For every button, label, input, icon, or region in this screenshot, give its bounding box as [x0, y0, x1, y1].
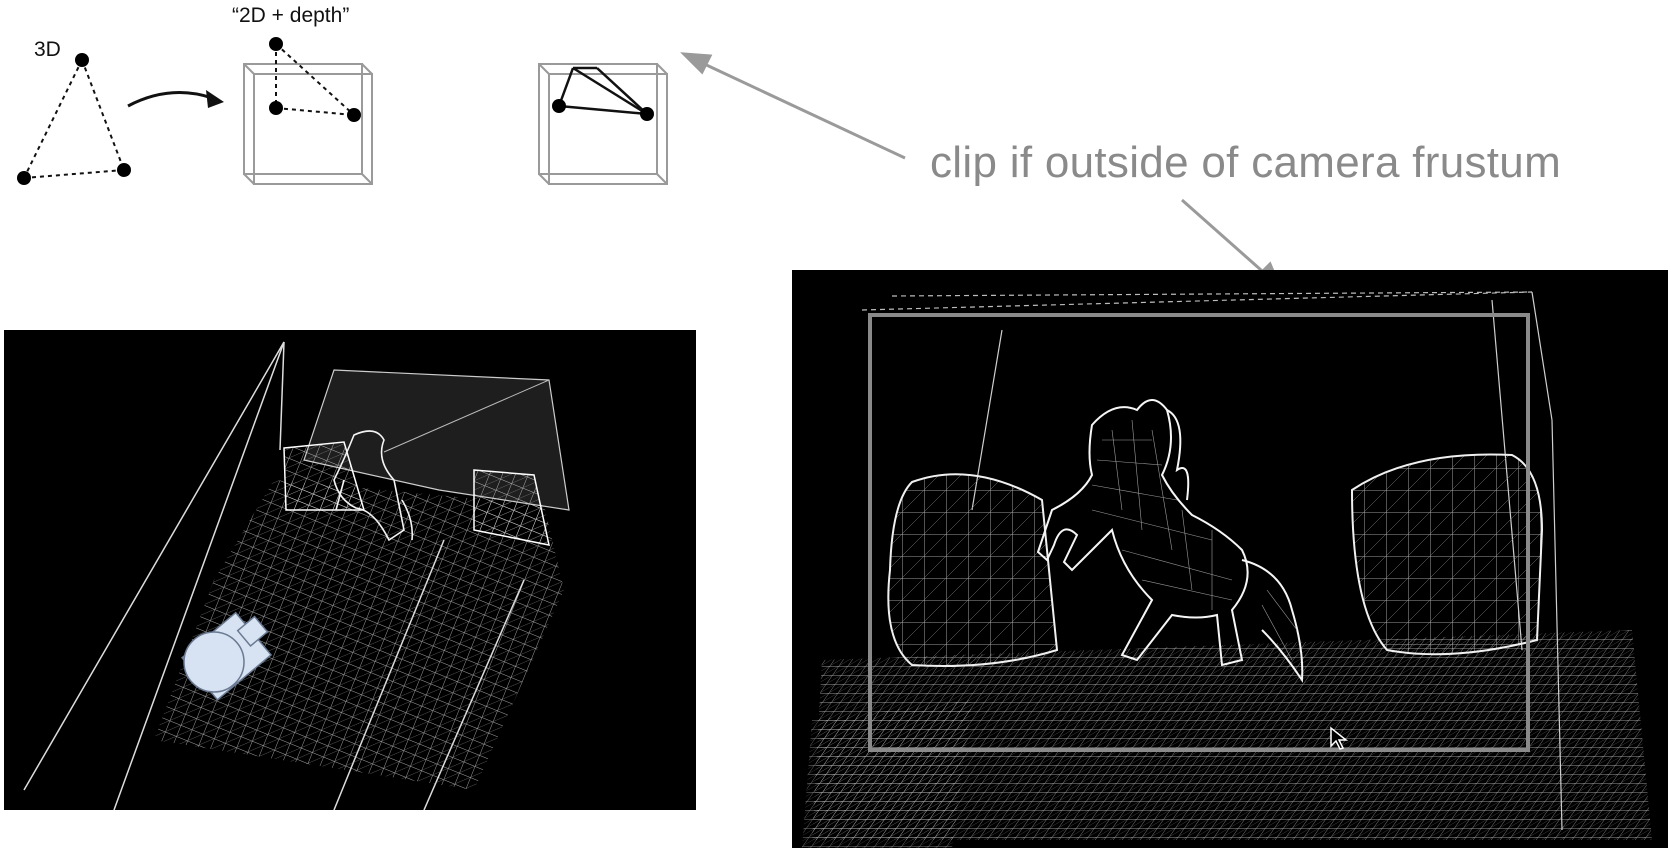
camera-view-panel: [792, 270, 1668, 848]
curved-arrow-icon: [127, 90, 224, 108]
camera-icon: [181, 611, 273, 701]
top-down-view-panel: [4, 330, 696, 810]
scene-wireframe-left: [23, 341, 570, 810]
clipped-cube-diagram: [538, 63, 668, 185]
depth-cube-diagram: [243, 37, 373, 185]
clip-caption: clip if outside of camera frustum: [930, 138, 1562, 187]
label-3d: 3D: [34, 38, 61, 61]
mouse-cursor-icon: [1330, 726, 1349, 750]
label-2d-depth: “2D + depth”: [232, 4, 350, 27]
triangle-3d-diagram: [17, 53, 131, 185]
scene-wireframe-right: [802, 291, 1652, 848]
